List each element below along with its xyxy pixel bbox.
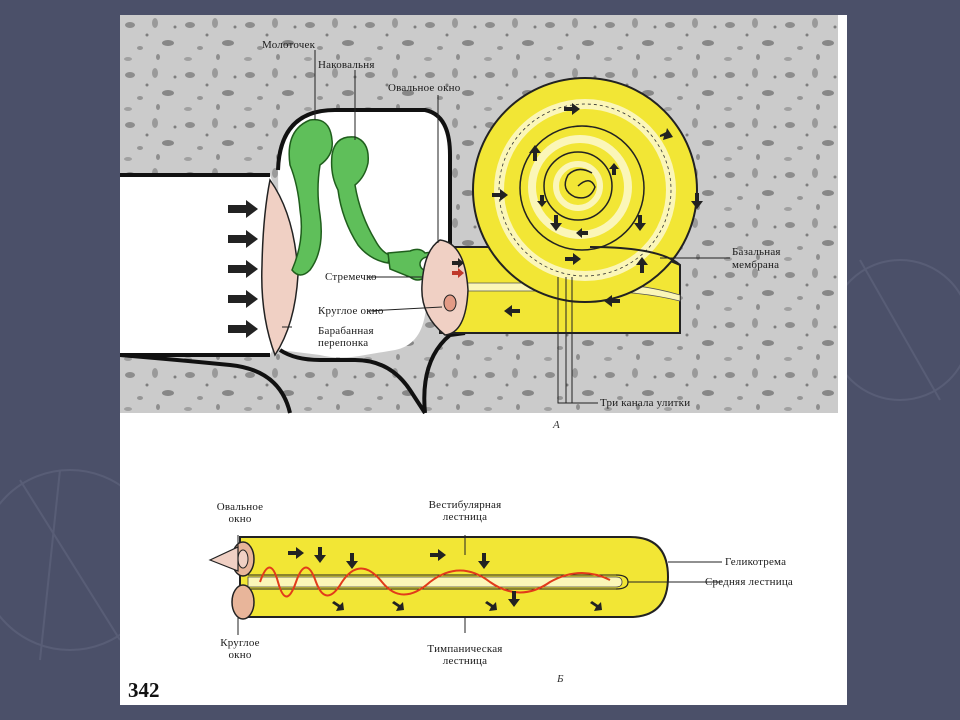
panel-a-letter: А — [553, 419, 560, 431]
label-round-window-b-1: Круглое — [220, 637, 260, 649]
schematic-arrows — [288, 547, 602, 611]
label-vestibular-2: лестница — [442, 511, 488, 523]
label-round-window-a: Круглое окно — [318, 305, 384, 317]
sound-arrows — [228, 200, 258, 338]
cochlea-schematic-illustration — [208, 535, 722, 635]
label-eardrum-1: Барабанная — [318, 325, 374, 337]
label-vestibular-1: Вестибулярная — [428, 499, 502, 511]
round-window-b — [231, 584, 255, 620]
cochlea-spiral — [472, 77, 698, 303]
label-basilar-membrane-2: мембрана — [732, 259, 780, 271]
label-helicotrema: Геликотрема — [725, 556, 787, 568]
textbook-figure: Молоточек Наковальня Овальное окно Базал… — [119, 15, 847, 705]
label-incus: Наковальня — [318, 59, 375, 71]
panel-b-cochlea-schematic: Овальное окно Вестибулярная лестница Гел… — [120, 435, 847, 705]
label-tympanic-1: Тимпаническая — [427, 643, 503, 655]
panel-b-letter: Б — [557, 673, 564, 685]
ear-anatomy-illustration — [119, 15, 838, 415]
label-eardrum-2: перепонка — [318, 337, 369, 349]
label-oval-window-b-1: Овальное — [216, 501, 264, 513]
traveling-wave — [259, 566, 611, 598]
label-tympanic-2: лестница — [442, 655, 488, 667]
label-basilar-membrane-1: Базальная — [732, 246, 781, 258]
label-oval-window-b-2: окно — [228, 513, 252, 525]
incus — [330, 136, 391, 264]
label-stapes: Стремечко — [325, 271, 377, 283]
malleus — [288, 118, 333, 276]
cochlea-arrows — [452, 103, 703, 317]
label-three-channels: Три канала улитки — [600, 397, 691, 409]
panel-a-ear-anatomy: Молоточек Наковальня Овальное окно Базал… — [119, 15, 847, 431]
label-round-window-b-2: окно — [228, 649, 252, 661]
label-oval-window-a: Овальное окно — [388, 82, 461, 94]
eardrum — [261, 178, 299, 357]
label-scala-media: Средняя лестница — [705, 576, 794, 588]
page-number: 342 — [128, 678, 160, 702]
label-malleus: Молоточек — [262, 39, 316, 51]
